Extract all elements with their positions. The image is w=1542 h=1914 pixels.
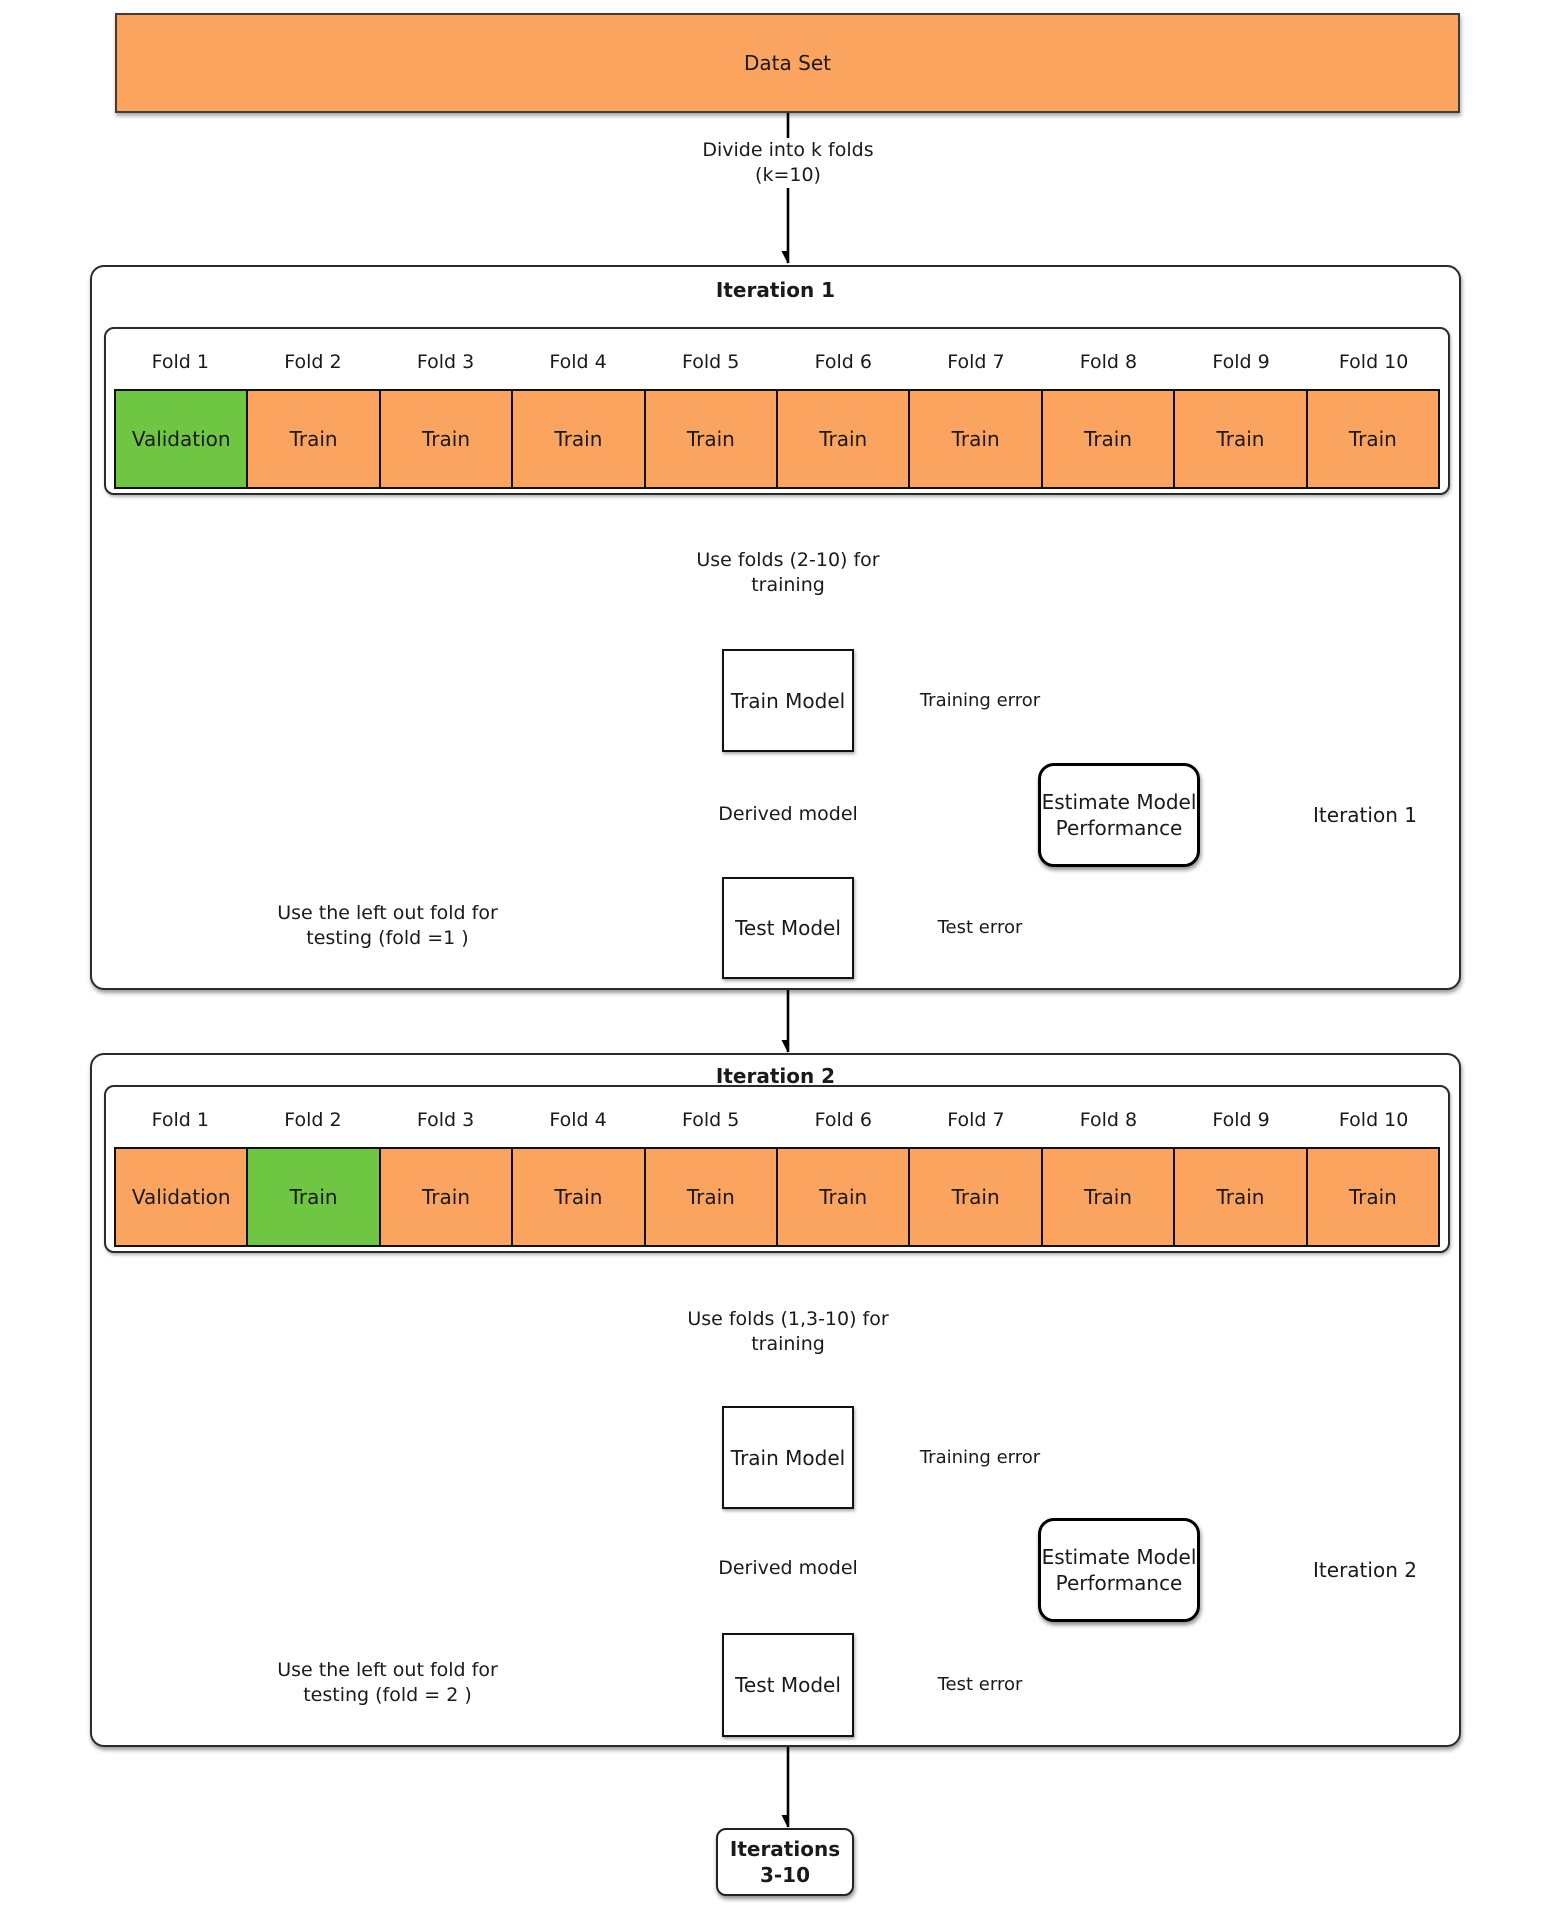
iteration-2-title: Iteration 2 [715, 1064, 836, 1088]
fold-header-5: Fold 5 [682, 1109, 740, 1131]
fold-cell-3-train: Train [380, 1147, 514, 1247]
fold-header-1: Fold 1 [151, 1109, 209, 1131]
fold-header-2: Fold 2 [284, 351, 342, 373]
fold-cell-4-train: Train [513, 1147, 646, 1247]
iteration-1-output-label: Iteration 1 [1313, 803, 1417, 827]
iteration-1-title: Iteration 1 [715, 278, 836, 302]
fold-header-7: Fold 7 [947, 351, 1005, 373]
fold-header-7: Fold 7 [947, 1109, 1005, 1131]
divide-into-folds-label: Divide into k folds (k=10) [663, 138, 913, 188]
fold-cell-9-train: Train [1175, 389, 1308, 489]
fold-cell-10-train: Train [1307, 389, 1441, 489]
derived-model-label-2: Derived model [711, 1556, 865, 1581]
fold-header-row: Fold 1 Fold 2 Fold 3 Fold 4 Fold 5 Fold 6 Fold… [114, 349, 1440, 375]
fold-header-4: Fold 4 [549, 1109, 607, 1131]
fold-cell-5-train: Train [645, 1147, 779, 1247]
fold-cell-9-train: Train [1175, 1147, 1308, 1247]
test-model-box-2: Test Model [722, 1633, 854, 1737]
fold-cell-6-train: Train [778, 389, 911, 489]
left-out-fold-label-1: Use the left out fold for testing (fold … [255, 901, 520, 951]
fold-cell-6-train: Train [778, 1147, 911, 1247]
fold-header-10: Fold 10 [1338, 1109, 1409, 1131]
fold-cell-7-train: Train [910, 1147, 1043, 1247]
test-error-label-1: Test error [915, 915, 1045, 940]
use-folds-label-1: Use folds (2-10) for training [663, 548, 913, 598]
fold-cell-1-validation: Validation [114, 1147, 249, 1247]
fold-cell-2-train: Train [248, 1147, 381, 1247]
fold-header-10: Fold 10 [1338, 351, 1409, 373]
fold-cell-3-train: Train [380, 389, 514, 489]
iteration-1-folds-strip: Fold 1 Fold 2 Fold 3 Fold 4 Fold 5 Fold 6 Fold… [104, 327, 1450, 495]
iteration-2-output-label: Iteration 2 [1313, 1558, 1417, 1582]
derived-model-label-1: Derived model [711, 802, 865, 827]
fold-cell-1-validation: Validation [114, 389, 249, 489]
fold-cell-5-train: Train [645, 389, 779, 489]
use-folds-label-2: Use folds (1,3-10) for training [663, 1307, 913, 1357]
dataset-box: Data Set [115, 13, 1460, 113]
left-out-fold-label-2: Use the left out fold for testing (fold … [255, 1658, 520, 1708]
fold-cell-2-train: Train [248, 389, 381, 489]
fold-header-3: Fold 3 [416, 1109, 475, 1131]
fold-header-4: Fold 4 [549, 351, 607, 373]
iterations-3-10-box: Iterations 3-10 [716, 1828, 854, 1896]
dataset-label: Data Set [744, 51, 831, 75]
train-model-box-2: Train Model [722, 1406, 854, 1509]
fold-header-6: Fold 6 [814, 351, 872, 373]
fold-cell-8-train: Train [1042, 389, 1176, 489]
fold-header-row: Fold 1 Fold 2 Fold 3 Fold 4 Fold 5 Fold 6 Fold… [114, 1107, 1440, 1133]
test-model-box-1: Test Model [722, 877, 854, 979]
fold-header-9: Fold 9 [1212, 1109, 1270, 1131]
fold-header-5: Fold 5 [682, 351, 740, 373]
fold-header-8: Fold 8 [1079, 1109, 1138, 1131]
iteration-2-folds-strip: Fold 1 Fold 2 Fold 3 Fold 4 Fold 5 Fold 6 Fold… [104, 1085, 1450, 1253]
test-error-label-2: Test error [915, 1672, 1045, 1697]
fold-header-2: Fold 2 [284, 1109, 342, 1131]
train-model-box-1: Train Model [722, 649, 854, 752]
fold-header-6: Fold 6 [814, 1109, 872, 1131]
fold-header-9: Fold 9 [1212, 351, 1270, 373]
fold-cell-4-train: Train [513, 389, 646, 489]
training-error-label-2: Training error [903, 1445, 1057, 1470]
fold-cell-10-train: Train [1307, 1147, 1441, 1247]
fold-header-1: Fold 1 [151, 351, 209, 373]
fold-header-8: Fold 8 [1079, 351, 1138, 373]
fold-cell-8-train: Train [1042, 1147, 1176, 1247]
fold-header-3: Fold 3 [416, 351, 475, 373]
estimate-performance-box-1: Estimate Model Performance [1038, 763, 1200, 867]
training-error-label-1: Training error [903, 688, 1057, 713]
fold-cell-7-train: Train [910, 389, 1043, 489]
estimate-performance-box-2: Estimate Model Performance [1038, 1518, 1200, 1622]
